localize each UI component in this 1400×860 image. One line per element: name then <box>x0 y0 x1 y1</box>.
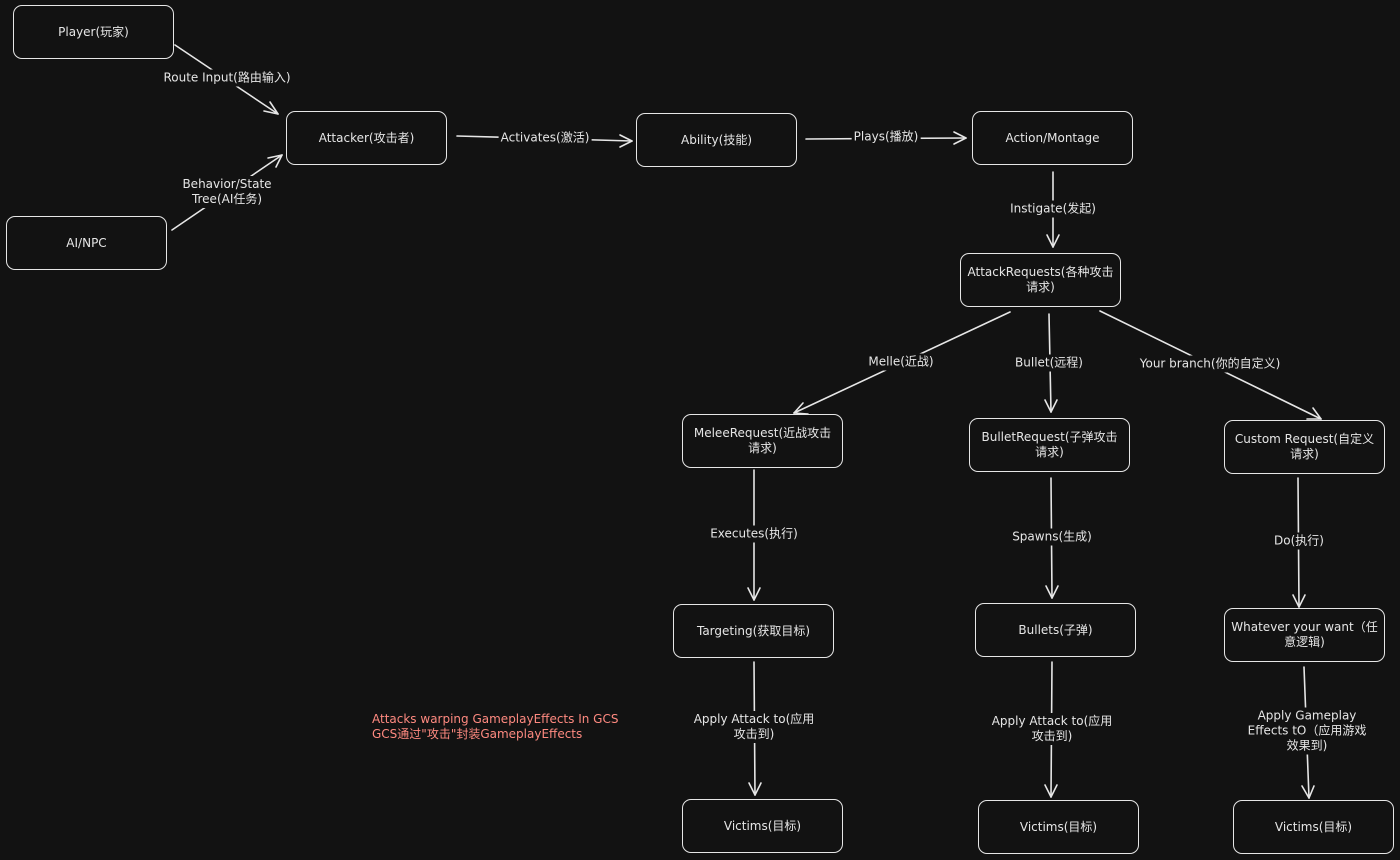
label-spawns: Spawns(生成) <box>1010 528 1094 546</box>
node-melee-request[interactable]: MeleeRequest(近战攻击请求) <box>682 414 843 468</box>
node-victims-2[interactable]: Victims(目标) <box>978 800 1139 854</box>
label-route-input: Route Input(路由输入) <box>161 69 293 87</box>
node-targeting[interactable]: Targeting(获取目标) <box>673 604 834 658</box>
node-bullets[interactable]: Bullets(子弹) <box>975 603 1136 657</box>
label-apply-attack-1: Apply Attack to(应用攻击到) <box>687 711 821 743</box>
label-melle: Melle(近战) <box>866 353 936 371</box>
annotation-note: Attacks warping GameplayEffects In GCS G… <box>372 712 618 742</box>
node-victims-1[interactable]: Victims(目标) <box>682 799 843 853</box>
label-plays: Plays(播放) <box>851 128 921 146</box>
label-your-branch: Your branch(你的自定义) <box>1137 355 1283 373</box>
label-instigate: Instigate(发起) <box>1008 200 1098 218</box>
note-line-2: GCS通过"攻击"封装GameplayEffects <box>372 727 583 741</box>
label-apply-gameplay: Apply Gameplay Effects tO（应用游戏效果到) <box>1240 707 1374 755</box>
node-bullet-request[interactable]: BulletRequest(子弹攻击请求) <box>969 418 1130 472</box>
label-apply-attack-2: Apply Attack to(应用攻击到) <box>985 713 1119 745</box>
node-player[interactable]: Player(玩家) <box>13 5 174 59</box>
note-line-1: Attacks warping GameplayEffects In GCS <box>372 712 619 726</box>
label-bullet: Bullet(远程) <box>1013 354 1085 372</box>
node-attack-requests[interactable]: AttackRequests(各种攻击请求) <box>960 253 1121 307</box>
label-do: Do(执行) <box>1272 532 1326 550</box>
node-action-montage[interactable]: Action/Montage <box>972 111 1133 165</box>
node-whatever[interactable]: Whatever your want（任意逻辑) <box>1224 608 1385 662</box>
label-behavior-state-tree: Behavior/State Tree(AI任务) <box>173 176 281 208</box>
label-executes: Executes(执行) <box>708 525 800 543</box>
node-ai-npc[interactable]: AI/NPC <box>6 216 167 270</box>
node-attacker[interactable]: Attacker(攻击者) <box>286 111 447 165</box>
node-ability[interactable]: Ability(技能) <box>636 113 797 167</box>
label-activates: Activates(激活) <box>498 129 592 147</box>
node-victims-3[interactable]: Victims(目标) <box>1233 800 1394 854</box>
node-custom-request[interactable]: Custom Request(自定义请求) <box>1224 420 1385 474</box>
